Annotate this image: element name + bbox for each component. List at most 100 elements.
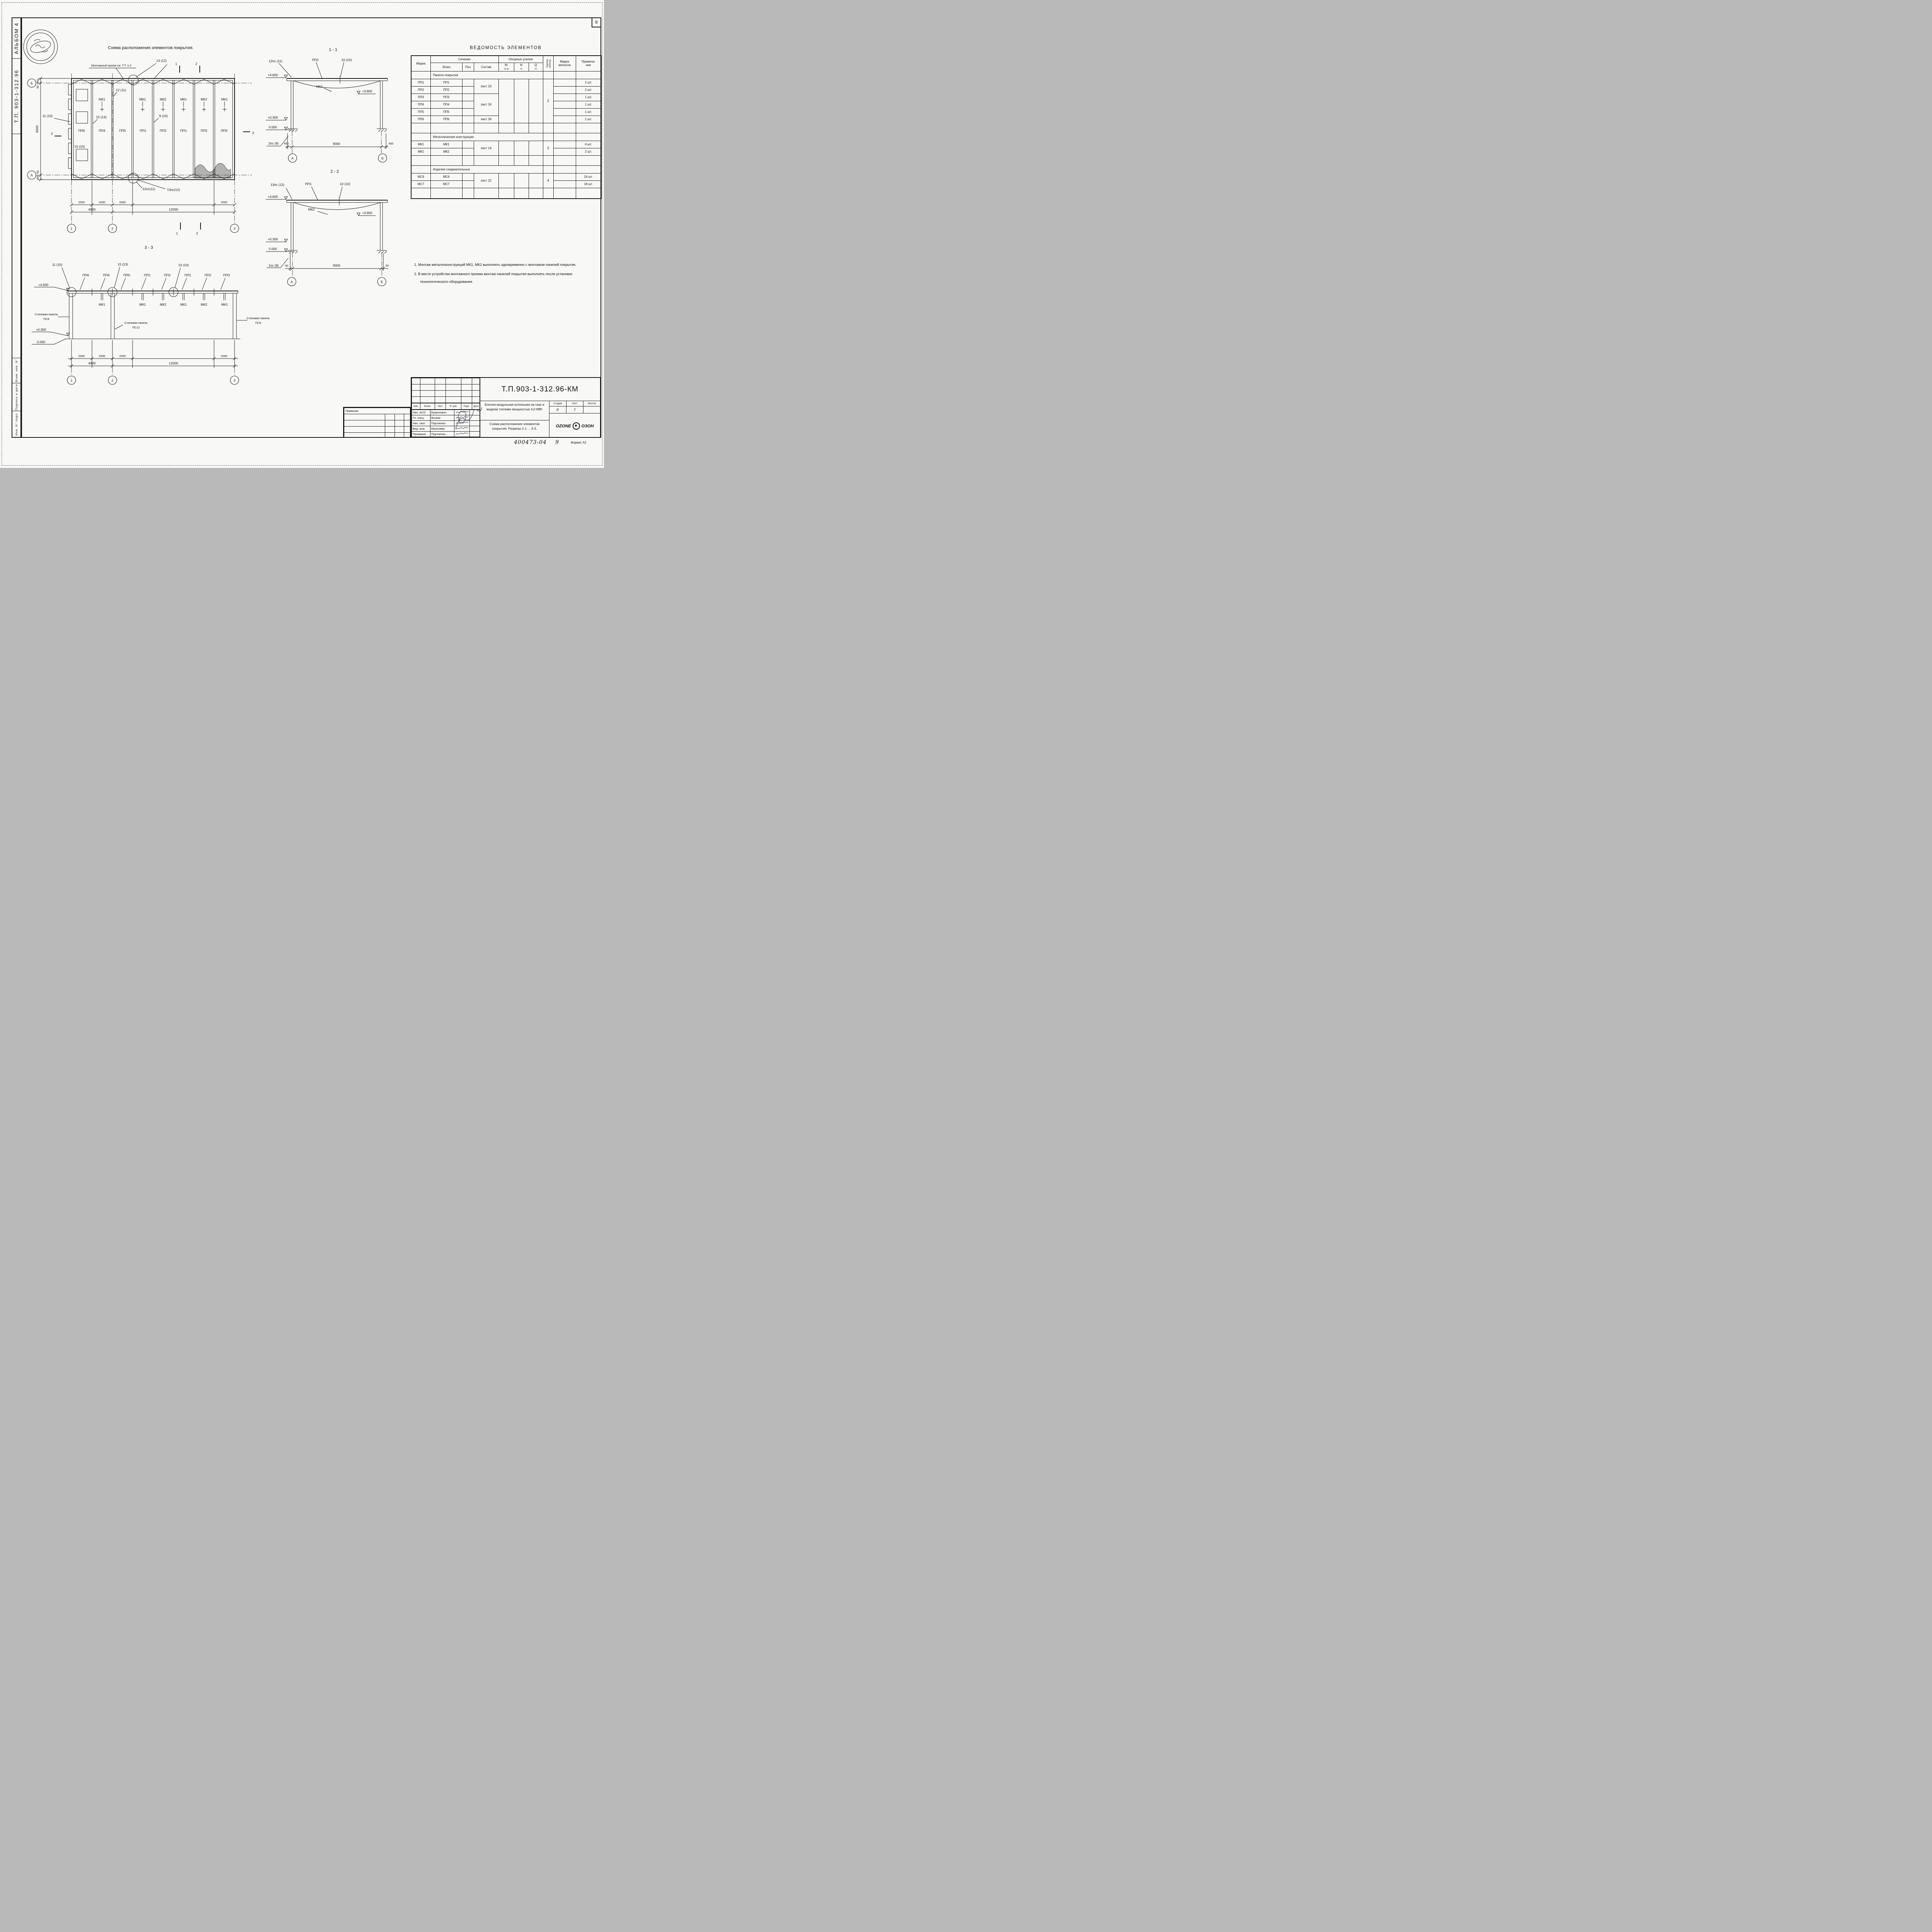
note-1: 1. Монтаж металлоконструкций МК1, МК2 вы… <box>414 263 577 267</box>
table-cell <box>528 155 543 166</box>
title-block: Изм. Колич. Лист N° док. Подп. Дата Нач.… <box>411 377 601 438</box>
table-cell <box>553 173 576 181</box>
sheet-title: Схема расположения элементов покрытия. Р… <box>489 422 540 430</box>
title-block-meta: Стадия Лист Листов Р 7 OZONE ОЗОН <box>549 401 600 437</box>
doc-number: Т.П.903-1-312.96-КМ <box>480 378 600 401</box>
table-cell: МК2 <box>411 148 431 156</box>
revision-row <box>412 390 480 397</box>
table-cell: ПП2 <box>430 86 463 94</box>
vzam-inv-box: Взам. инв. N° <box>12 358 20 383</box>
table-cell <box>498 78 514 123</box>
table-cell: ПП3 <box>411 93 431 101</box>
table-cell: 2 шт. <box>575 148 602 156</box>
vzam-inv-label: Взам. инв. N° <box>15 359 18 382</box>
doc-code-box: Т.П. 903-1-312.96 <box>12 59 20 134</box>
col-header-sechenie: Сечение <box>430 55 499 63</box>
table-cell: МС7 <box>430 180 463 188</box>
role-cell: Н. контр. <box>412 437 430 438</box>
album-box: АЛЬБОМ 4 <box>12 18 20 59</box>
sheet-label: Лист <box>566 401 583 406</box>
podpis-data-label: Подпись и дата <box>15 384 18 410</box>
revision-cell <box>435 390 446 397</box>
table-row <box>411 122 602 133</box>
table-cell <box>462 173 474 181</box>
table-cell <box>514 140 529 156</box>
table-cell <box>575 133 602 141</box>
table-cell <box>498 187 514 199</box>
revision-cell <box>412 384 420 391</box>
table-cell: 2 шт. <box>575 78 602 87</box>
table-cell: ПП1 <box>430 78 463 87</box>
table-cell <box>575 122 602 133</box>
table-row: Панели покрытия <box>411 71 602 79</box>
table-cell: МК1 <box>411 140 431 148</box>
title-block-left: Изм. Колич. Лист N° док. Подп. Дата Нач.… <box>412 378 480 438</box>
table-cell <box>553 187 576 199</box>
table-cell: 2 <box>543 140 554 156</box>
table-cell <box>462 78 474 87</box>
revision-cell <box>472 378 480 384</box>
sheets-label: Листов <box>587 402 596 405</box>
table-cell: МС6 <box>430 173 463 181</box>
table-cell <box>473 155 499 166</box>
col-header-poz: Поз <box>462 62 474 71</box>
table-cell <box>462 93 474 101</box>
table-row <box>411 187 602 199</box>
table-cell: ПП3 <box>430 93 463 101</box>
table-cell <box>498 173 514 188</box>
table-cell: лист 23 <box>473 78 499 94</box>
table-cell: 1 шт. <box>575 100 602 109</box>
table-cell <box>528 78 543 123</box>
table-cell <box>411 122 431 133</box>
table-cell: ПП4 <box>430 100 463 109</box>
table-cell <box>411 187 431 199</box>
privyazan-label: Привязан <box>344 408 410 414</box>
table-row <box>411 155 602 166</box>
revision-cell <box>420 384 435 391</box>
revision-cell <box>435 384 446 391</box>
table-cell <box>543 71 554 79</box>
section-header-cell: Изделия соединительные <box>430 165 543 173</box>
revision-row <box>412 384 480 391</box>
table-cell: ПП1 <box>411 78 431 87</box>
table-cell <box>543 133 554 141</box>
table-cell <box>553 108 576 116</box>
revision-cell <box>412 390 420 397</box>
revision-cell <box>461 378 472 384</box>
table-cell <box>575 155 602 166</box>
revision-row <box>412 396 480 403</box>
table-cell <box>498 140 514 156</box>
table-cell: лист 26 <box>473 115 499 123</box>
table-cell: ПП6 <box>430 115 463 123</box>
privyazan-block: Привязан <box>343 407 411 438</box>
table-cell <box>553 180 576 188</box>
table-cell <box>514 187 529 199</box>
left-margin-column: АЛЬБОМ 4 Т.П. 903-1-312.96 Взам. инв. N°… <box>12 17 21 438</box>
table-cell <box>430 122 463 133</box>
role-cell: Нач. АСО <box>412 410 430 415</box>
table-cell <box>543 165 554 173</box>
table-cell: МК1 <box>430 140 463 148</box>
table-cell <box>462 115 474 123</box>
table-cell <box>528 187 543 199</box>
table-row: Изделия соединительные <box>411 165 602 173</box>
ozone-logo: OZONE ОЗОН <box>549 413 600 437</box>
table-cell: ПП5 <box>430 108 463 116</box>
name-cell: Ермолович <box>430 410 454 415</box>
table-cell <box>543 187 554 199</box>
privyazan-table: Привязан <box>344 408 410 437</box>
table-cell <box>462 187 474 199</box>
table-cell <box>553 155 576 166</box>
table-cell: 2 шт. <box>575 86 602 94</box>
table-cell: МК2 <box>430 148 463 156</box>
revision-cell <box>420 378 435 384</box>
table-cell <box>575 187 602 199</box>
